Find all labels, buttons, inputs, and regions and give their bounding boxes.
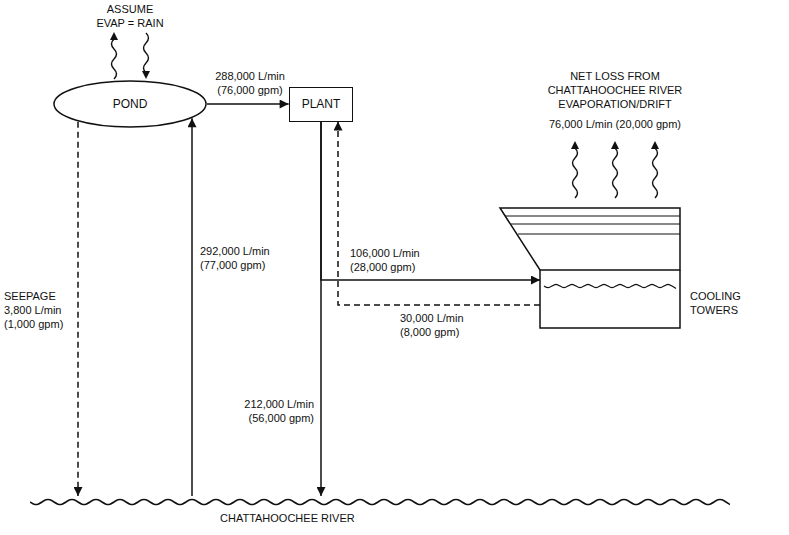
flow-arrow xyxy=(77,122,79,496)
note-label: ASSUME EVAP = RAIN xyxy=(93,3,167,31)
flow-arrow xyxy=(191,118,193,496)
evaporation-wave xyxy=(653,148,658,198)
plant-box: PLANT xyxy=(289,87,354,122)
evaporation-wave xyxy=(573,148,578,198)
river-wave xyxy=(30,500,730,505)
river-surface xyxy=(30,496,730,532)
arrow-head xyxy=(651,141,659,149)
flow-label: SEEPAGE 3,800 L/min (1,000 gpm) xyxy=(4,290,72,331)
flow-label: 288,000 L/min (76,000 gpm) xyxy=(212,70,288,98)
arrow-head xyxy=(611,141,619,149)
flow-label: 292,000 L/min (77,000 gpm) xyxy=(200,245,292,273)
flow-label: 30,000 L/min (8,000 gpm) xyxy=(400,312,492,340)
evaporation-wave xyxy=(112,39,117,79)
node-label: COOLING TOWERS xyxy=(690,290,770,318)
node-label: CHATTAHOOCHEE RIVER xyxy=(220,512,789,526)
flow-arrow xyxy=(207,103,289,105)
node-label: PLANT xyxy=(302,97,341,112)
pond-ellipse: POND xyxy=(53,80,207,128)
note-label: 76,000 L/min (20,000 gpm) xyxy=(530,118,700,132)
note-label: NET LOSS FROM CHATTAHOOCHEE RIVER EVAPOR… xyxy=(542,70,688,111)
cooling-towers: COOLING TOWERS xyxy=(540,200,780,340)
evaporation-wave xyxy=(613,148,618,198)
tower-basin xyxy=(540,270,680,328)
arrow-head xyxy=(110,32,118,40)
flow-label: 106,000 L/min (28,000 gpm) xyxy=(350,247,442,275)
tower-body xyxy=(500,208,680,270)
flow-arrow xyxy=(321,122,540,281)
flow-label: 212,000 L/min (56,000 gpm) xyxy=(226,398,314,426)
flow-arrow xyxy=(338,122,540,306)
flow-arrow xyxy=(320,122,322,497)
node-label: POND xyxy=(113,97,148,112)
arrow-head xyxy=(571,141,579,149)
cooling-tower-drawing xyxy=(540,200,780,340)
river-band: CHATTAHOOCHEE RIVER xyxy=(30,496,730,532)
rain-wave xyxy=(144,33,149,73)
tower-slats xyxy=(505,216,680,234)
pond-ellipse-outline xyxy=(54,81,206,127)
arrow-head xyxy=(142,71,150,79)
basin-water xyxy=(544,284,676,288)
